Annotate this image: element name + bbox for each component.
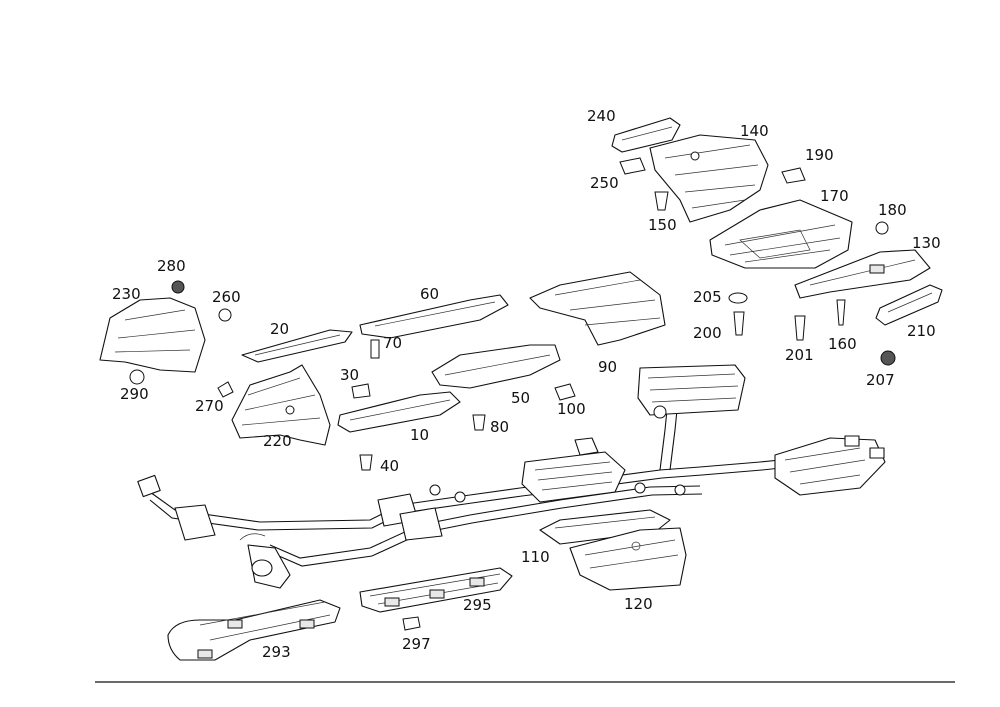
label-220: 240 bbox=[587, 107, 616, 125]
part-labels: 240 140 190 250 170 180 150 130 280 230 … bbox=[112, 107, 941, 661]
label-160: 160 bbox=[828, 335, 857, 353]
heat-shield-20 bbox=[241, 329, 353, 363]
nut-207 bbox=[880, 350, 896, 366]
clip-230 bbox=[619, 157, 646, 175]
label-170: 170 bbox=[820, 187, 849, 205]
label-295: 295 bbox=[463, 596, 492, 614]
label-120: 110 bbox=[521, 548, 550, 566]
clip-190 bbox=[781, 167, 806, 184]
clip-100 bbox=[554, 383, 576, 401]
label-60: 60 bbox=[420, 285, 439, 303]
label-40: 40 bbox=[380, 457, 399, 475]
screw-150 bbox=[654, 191, 669, 211]
label-100: 100 bbox=[557, 400, 586, 418]
label-200: 200 bbox=[693, 324, 722, 342]
label-70: 80 bbox=[490, 418, 509, 436]
label-280: 280 bbox=[157, 257, 186, 275]
heat-shield-220 bbox=[611, 117, 681, 153]
fasteners bbox=[129, 157, 896, 471]
label-250: 230 bbox=[112, 285, 141, 303]
screw-200 bbox=[733, 311, 745, 336]
label-205: 205 bbox=[693, 288, 722, 306]
heat-shield-140 bbox=[649, 134, 769, 223]
label-290: 290 bbox=[120, 385, 149, 403]
label-297: 297 bbox=[402, 635, 431, 653]
bolt-180 bbox=[875, 221, 889, 235]
heat-shield-130 bbox=[794, 249, 931, 299]
label-10: 10 bbox=[410, 426, 429, 444]
bolt-201 bbox=[794, 315, 806, 341]
label-201: 201 bbox=[785, 346, 814, 364]
washer-205 bbox=[728, 292, 748, 304]
label-260: 260 bbox=[212, 288, 241, 306]
bolt-280 bbox=[171, 280, 185, 294]
label-110: 120 bbox=[624, 595, 653, 613]
heat-shield-120 bbox=[539, 509, 671, 545]
heat-shield-295 bbox=[359, 567, 513, 613]
clip-30 bbox=[351, 383, 371, 399]
label-207: 207 bbox=[866, 371, 895, 389]
heat-shield-50 bbox=[431, 344, 561, 389]
heat-shield-110 bbox=[569, 527, 687, 591]
heat-shield-10 bbox=[337, 391, 461, 433]
label-130: 130 bbox=[912, 234, 941, 252]
screw-70 bbox=[472, 414, 486, 431]
label-30: 30 bbox=[340, 366, 359, 384]
heat-shield-250 bbox=[99, 297, 206, 373]
heat-shield-210 bbox=[875, 284, 943, 326]
heat-shield-90 bbox=[529, 271, 666, 346]
label-270: 270 bbox=[195, 397, 224, 415]
bolt-270 bbox=[217, 381, 234, 398]
label-150: 150 bbox=[648, 216, 677, 234]
label-180: 180 bbox=[878, 201, 907, 219]
nut-290 bbox=[129, 369, 145, 385]
clip-297 bbox=[402, 616, 421, 631]
heat-shield-293 bbox=[167, 599, 341, 661]
nut-260 bbox=[218, 308, 232, 322]
label-210: 210 bbox=[907, 322, 936, 340]
label-90: 90 bbox=[598, 358, 617, 376]
screw-40 bbox=[359, 454, 373, 471]
label-140: 140 bbox=[740, 122, 769, 140]
label-50: 50 bbox=[511, 389, 530, 407]
bolt-80 bbox=[370, 339, 380, 359]
label-80: 70 bbox=[383, 334, 402, 352]
heat-shield-240 bbox=[231, 364, 331, 446]
exhaust-system bbox=[137, 364, 886, 589]
screw-160 bbox=[836, 299, 846, 326]
label-293: 293 bbox=[262, 643, 291, 661]
heat-shield-60 bbox=[359, 294, 509, 339]
label-190: 190 bbox=[805, 146, 834, 164]
heat-shield-170 bbox=[709, 199, 853, 269]
label-230: 250 bbox=[590, 174, 619, 192]
label-240: 220 bbox=[263, 432, 292, 450]
label-20: 20 bbox=[270, 320, 289, 338]
